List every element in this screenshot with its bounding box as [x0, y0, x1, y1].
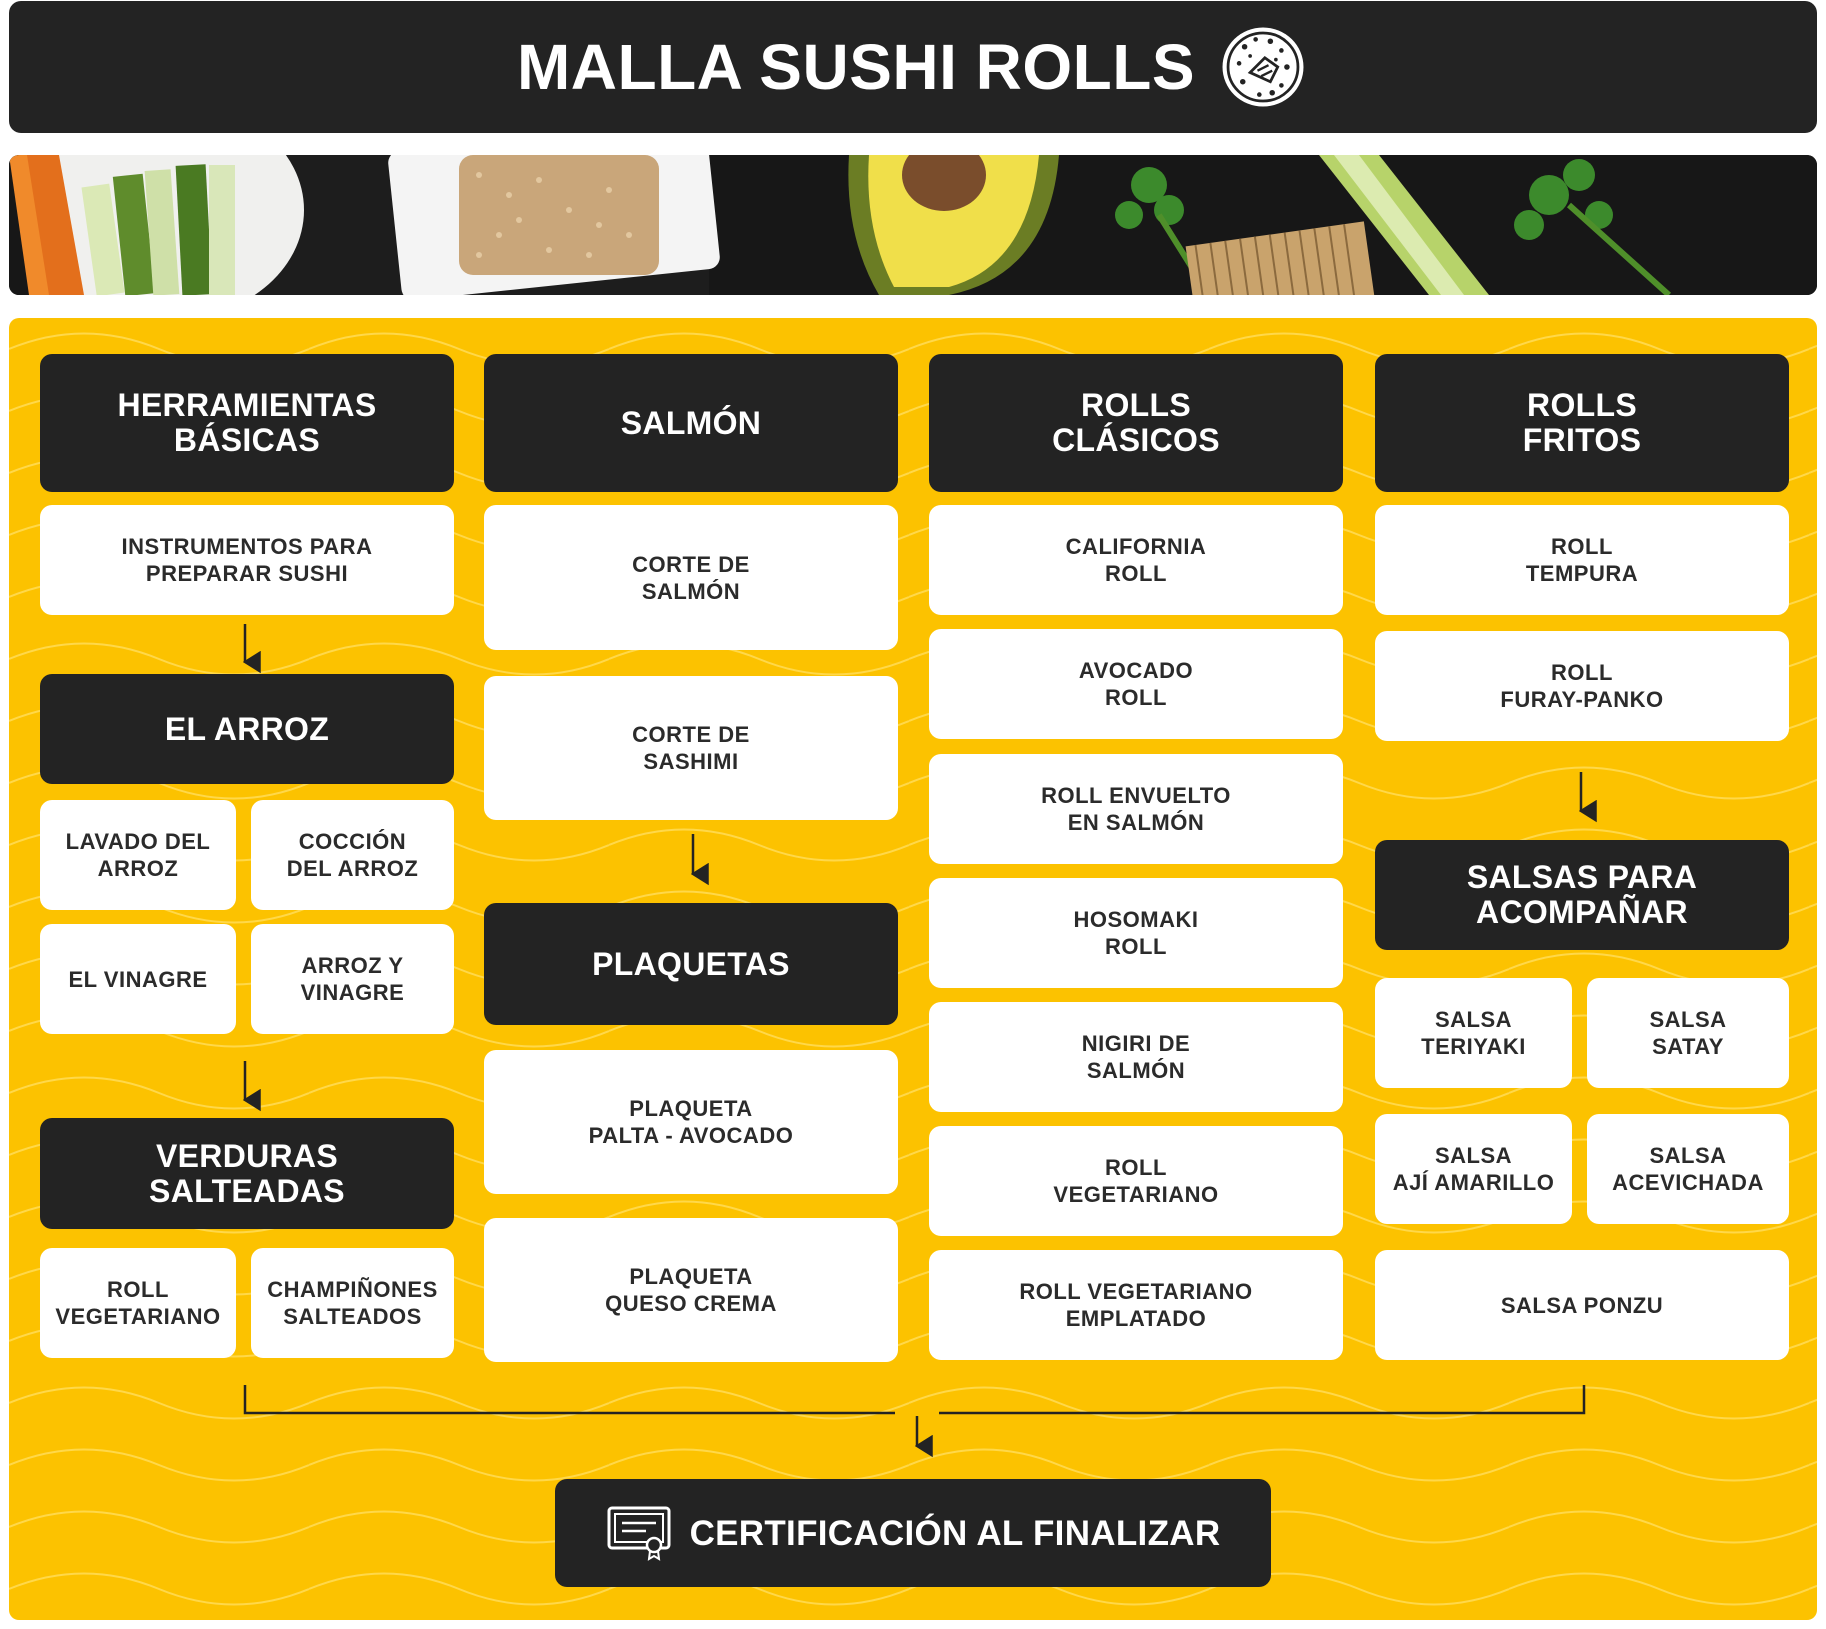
ingredients-photo	[9, 155, 1817, 295]
card-instrumentos[interactable]: INSTRUMENTOS PARA PREPARAR SUSHI	[40, 505, 454, 615]
card-champinones[interactable]: CHAMPIÑONES SALTEADOS	[251, 1248, 454, 1358]
card-roll-vegetariano-emplatado[interactable]: ROLL VEGETARIANO EMPLATADO	[929, 1250, 1343, 1360]
certification-label: CERTIFICACIÓN AL FINALIZAR	[689, 1513, 1221, 1553]
connector-left	[243, 1385, 895, 1415]
header-el-arroz[interactable]: EL ARROZ	[40, 674, 454, 784]
card-tempura[interactable]: ROLL TEMPURA	[1375, 505, 1789, 615]
header-salsas[interactable]: SALSAS PARA ACOMPAÑAR	[1375, 840, 1789, 950]
card-plaqueta-palta[interactable]: PLAQUETA PALTA - AVOCADO	[484, 1050, 898, 1194]
card-roll-vegetariano[interactable]: ROLL VEGETARIANO	[929, 1126, 1343, 1236]
certificate-icon	[607, 1506, 671, 1561]
header-bar: MALLA SUSHI ROLLS	[9, 1, 1817, 133]
flow-connectors	[242, 624, 1597, 1458]
card-salsa-aji[interactable]: SALSA AJÍ AMARILLO	[1375, 1114, 1572, 1224]
header-verduras[interactable]: VERDURAS SALTEADAS	[40, 1118, 454, 1229]
card-nigiri[interactable]: NIGIRI DE SALMÓN	[929, 1002, 1343, 1112]
card-coccion-arroz[interactable]: COCCIÓN DEL ARROZ	[251, 800, 454, 910]
page-title: MALLA SUSHI ROLLS	[516, 31, 1196, 103]
card-roll-vegetariano-verduras[interactable]: ROLL VEGETARIANO	[40, 1248, 236, 1358]
sushi-roll-icon	[1222, 27, 1304, 107]
card-arroz-vinagre[interactable]: ARROZ Y VINAGRE	[251, 924, 454, 1034]
card-salsa-satay[interactable]: SALSA SATAY	[1587, 978, 1789, 1088]
certification-button[interactable]: CERTIFICACIÓN AL FINALIZAR	[555, 1479, 1271, 1587]
header-rolls-clasicos[interactable]: ROLLS CLÁSICOS	[929, 354, 1343, 492]
card-corte-sashimi[interactable]: CORTE DE SASHIMI	[484, 676, 898, 820]
header-rolls-fritos[interactable]: ROLLS FRITOS	[1375, 354, 1789, 492]
card-hosomaki[interactable]: HOSOMAKI ROLL	[929, 878, 1343, 988]
connector-right	[939, 1385, 1586, 1415]
card-salsa-acevichada[interactable]: SALSA ACEVICHADA	[1587, 1114, 1789, 1224]
header-salmon[interactable]: SALMÓN	[484, 354, 898, 492]
card-california[interactable]: CALIFORNIA ROLL	[929, 505, 1343, 615]
card-lavado-arroz[interactable]: LAVADO DEL ARROZ	[40, 800, 236, 910]
card-corte-salmon[interactable]: CORTE DE SALMÓN	[484, 505, 898, 650]
card-furay-panko[interactable]: ROLL FURAY-PANKO	[1375, 631, 1789, 741]
card-salsa-ponzu[interactable]: SALSA PONZU	[1375, 1250, 1789, 1360]
card-roll-envuelto[interactable]: ROLL ENVUELTO EN SALMÓN	[929, 754, 1343, 864]
curriculum-board: HERRAMIENTAS BÁSICAS INSTRUMENTOS PARA P…	[9, 318, 1817, 1620]
card-avocado-roll[interactable]: AVOCADO ROLL	[929, 629, 1343, 739]
header-plaquetas[interactable]: PLAQUETAS	[484, 903, 898, 1025]
header-herramientas[interactable]: HERRAMIENTAS BÁSICAS	[40, 354, 454, 492]
card-vinagre[interactable]: EL VINAGRE	[40, 924, 236, 1034]
card-salsa-teriyaki[interactable]: SALSA TERIYAKI	[1375, 978, 1572, 1088]
card-plaqueta-queso[interactable]: PLAQUETA QUESO CREMA	[484, 1218, 898, 1362]
